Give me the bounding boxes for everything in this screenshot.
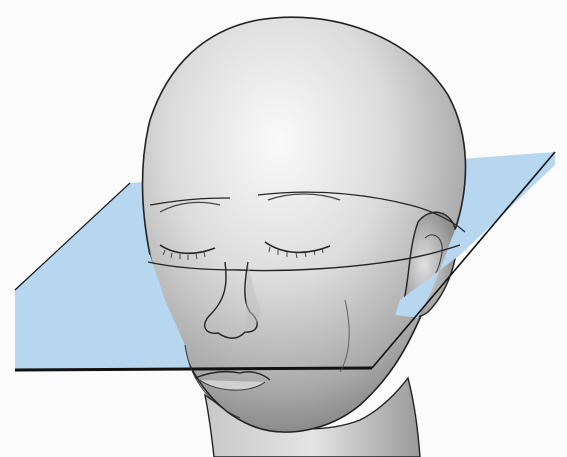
plane-front-edge xyxy=(15,368,372,370)
